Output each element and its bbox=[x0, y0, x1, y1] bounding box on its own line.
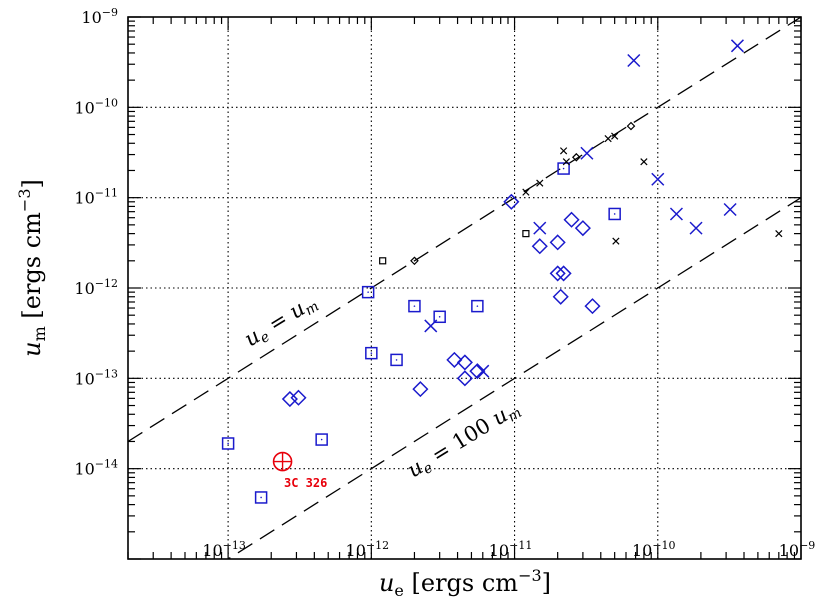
diamond-marker bbox=[571, 152, 581, 162]
diamond-marker bbox=[552, 288, 569, 305]
x-tick-label: 10−10 bbox=[632, 539, 676, 560]
annotation-3c326: 3C 326 bbox=[284, 476, 327, 490]
diamond-marker bbox=[531, 238, 548, 255]
diamond-marker bbox=[549, 265, 566, 282]
y-tick-label: 10−12 bbox=[74, 277, 118, 298]
square-marker-dot bbox=[367, 291, 369, 293]
grid-lines bbox=[128, 17, 801, 559]
square-marker bbox=[608, 207, 621, 221]
square-marker-dot bbox=[227, 442, 229, 445]
cross-marker bbox=[775, 229, 783, 238]
y-tick-label: 10−10 bbox=[74, 96, 118, 117]
square-marker bbox=[254, 491, 268, 504]
x-axis-title: ue [ergs cm−3] bbox=[379, 566, 551, 600]
ratio-100-line bbox=[226, 197, 801, 559]
diamond-marker bbox=[456, 354, 473, 371]
diamond-marker bbox=[412, 381, 429, 398]
square-marker bbox=[408, 299, 421, 313]
diamond-marker bbox=[446, 351, 463, 368]
x-tick-label: 10−9 bbox=[779, 539, 816, 560]
diamond-marker bbox=[574, 220, 591, 237]
y-tick-label: 10−14 bbox=[74, 458, 118, 479]
square-marker bbox=[471, 299, 484, 313]
cross-marker bbox=[689, 221, 703, 235]
cross-marker bbox=[723, 202, 737, 217]
cross-marker bbox=[476, 364, 490, 378]
square-marker-dot bbox=[370, 352, 373, 354]
diamond-marker bbox=[626, 121, 636, 131]
x-tick-label: 10−12 bbox=[346, 539, 390, 560]
square-marker bbox=[522, 230, 530, 238]
square-marker-dot bbox=[320, 438, 323, 441]
square-marker-dot bbox=[260, 496, 262, 499]
square-marker-dot bbox=[613, 213, 616, 215]
equality-line bbox=[128, 17, 801, 443]
square-marker-dot bbox=[413, 305, 416, 307]
cross-marker bbox=[536, 179, 544, 187]
cross-marker bbox=[651, 172, 665, 186]
y-tick-label: 10−11 bbox=[74, 187, 118, 208]
y-tick-label: 10−13 bbox=[74, 367, 118, 388]
x-tick-label: 10−13 bbox=[202, 539, 246, 560]
square-marker-dot bbox=[562, 167, 565, 170]
cross-marker bbox=[627, 53, 641, 68]
diamond-marker bbox=[290, 389, 307, 406]
axis-ticks bbox=[127, 16, 802, 560]
square-marker bbox=[315, 433, 328, 446]
cross-marker bbox=[522, 188, 530, 196]
diamond-marker bbox=[563, 211, 580, 228]
data-points bbox=[221, 39, 783, 504]
square-marker-dot bbox=[395, 359, 398, 361]
diamond-marker bbox=[555, 265, 572, 282]
square-marker bbox=[361, 285, 375, 299]
cross-marker bbox=[604, 135, 612, 143]
y-tick-label: 10−9 bbox=[81, 6, 118, 27]
square-marker bbox=[221, 437, 235, 450]
reference-lines bbox=[128, 17, 801, 559]
diamond-marker bbox=[503, 193, 520, 210]
diamond-marker bbox=[584, 298, 601, 315]
ratio-100-line-label: ue = 100 um bbox=[403, 396, 525, 485]
square-marker bbox=[365, 346, 378, 360]
cross-marker bbox=[533, 221, 547, 235]
cross-marker bbox=[580, 146, 594, 160]
diamond-marker bbox=[469, 363, 486, 380]
cross-marker bbox=[611, 132, 619, 140]
diamond-marker bbox=[281, 390, 298, 408]
axis-labels: ue [ergs cm−3] um [ergs cm−3] ue = um ue… bbox=[15, 179, 551, 600]
cross-marker bbox=[562, 158, 570, 166]
cross-marker bbox=[612, 237, 620, 245]
circle-plus-cross bbox=[273, 452, 292, 471]
diamond-marker bbox=[410, 256, 419, 266]
square-marker bbox=[557, 162, 570, 175]
diamond-marker bbox=[549, 234, 566, 251]
equality-line-label: ue = um bbox=[240, 289, 322, 354]
square-marker-dot bbox=[476, 305, 479, 307]
cross-marker bbox=[669, 207, 683, 221]
tick-labels: 10−13 10−12 10−11 10−10 10−9 10−14 10−13 10−12 1… bbox=[74, 6, 815, 560]
cross-marker bbox=[559, 147, 568, 155]
square-marker bbox=[433, 310, 446, 324]
y-axis-title: um [ergs cm−3] bbox=[15, 179, 49, 357]
cross-marker bbox=[424, 319, 438, 333]
x-tick-label: 10−11 bbox=[489, 539, 533, 560]
cross-marker bbox=[730, 39, 744, 53]
square-marker-dot bbox=[438, 315, 441, 318]
diamond-marker bbox=[456, 370, 473, 387]
square-marker bbox=[390, 353, 403, 367]
cross-marker bbox=[640, 158, 648, 166]
square-marker bbox=[379, 257, 387, 265]
